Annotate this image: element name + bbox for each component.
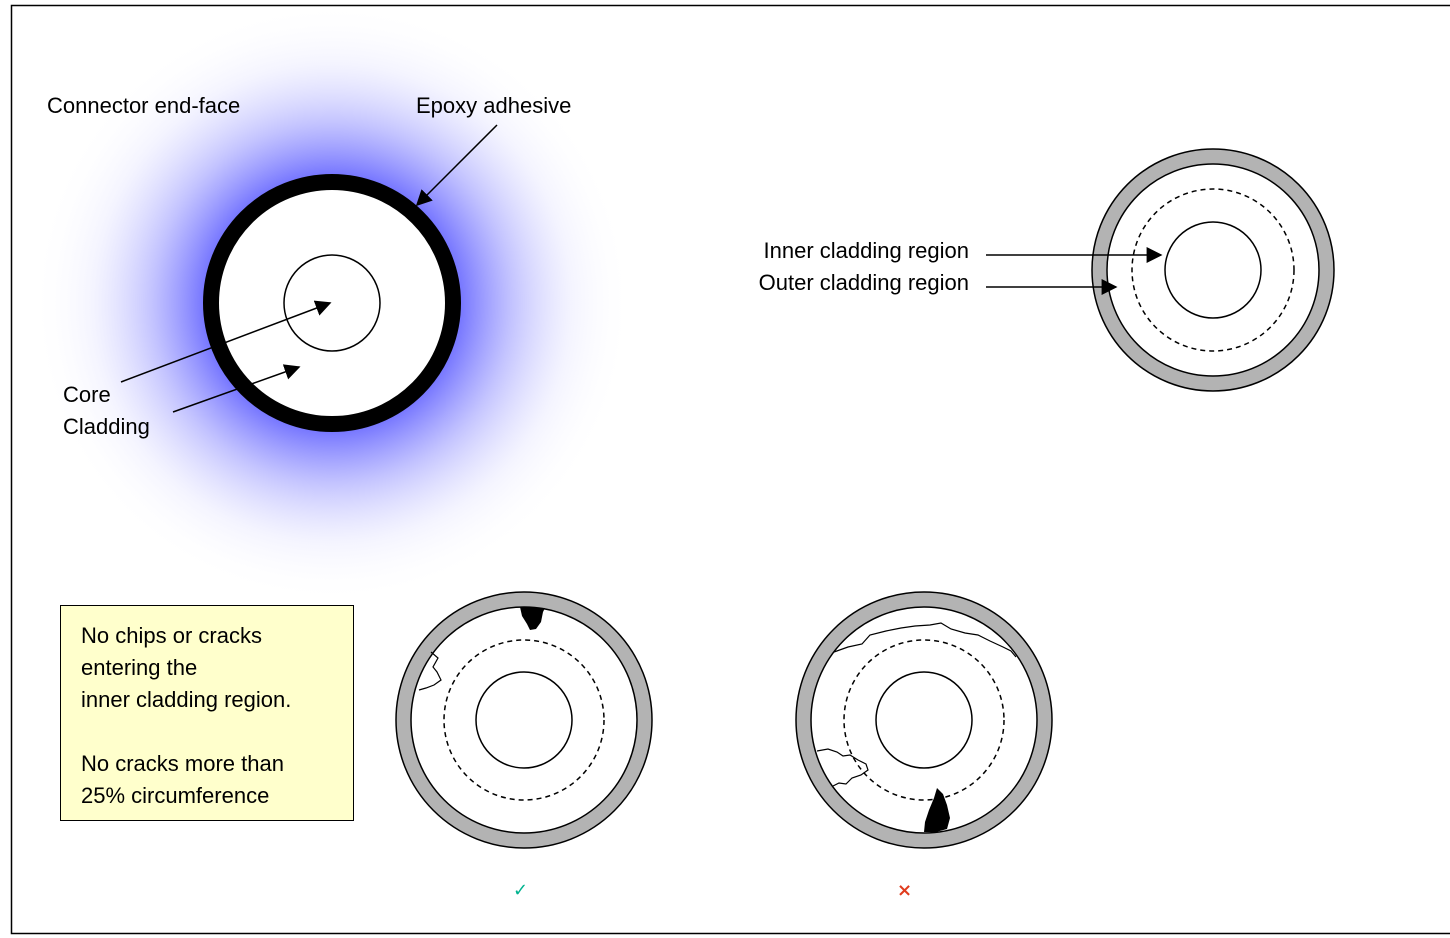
core-circle <box>475 671 573 769</box>
arrow-cladding <box>172 364 301 413</box>
note-line: entering the <box>81 655 198 680</box>
arrow-epoxy <box>415 124 498 207</box>
frame-border <box>10 4 1450 935</box>
epoxy-ring <box>203 174 461 432</box>
inner-region-boundary <box>1131 188 1295 352</box>
edge-crack <box>418 651 442 691</box>
cladding-area <box>810 606 1038 834</box>
inspection-criteria-note: No chips or cracks entering the inner cl… <box>60 605 354 821</box>
acceptable-example-figure <box>395 591 653 849</box>
label-cladding: Cladding <box>63 414 150 439</box>
note-line: 25% circumference <box>81 783 270 808</box>
edge-chip <box>520 607 545 630</box>
label-core: Core <box>63 382 111 407</box>
cladding-area <box>1106 163 1320 377</box>
inner-region-boundary <box>443 639 605 801</box>
side-crack <box>816 748 869 787</box>
core-circle <box>283 254 381 352</box>
label-connector-end-face: Connector end-face <box>47 93 240 118</box>
note-line: No cracks more than <box>81 751 284 776</box>
long-crack <box>833 622 1017 658</box>
pass-check-icon: ✓ <box>513 880 529 901</box>
connector-end-face-figure <box>32 3 632 603</box>
core-circle <box>875 671 973 769</box>
fail-cross-icon: × <box>897 880 913 901</box>
label-outer-cladding-region: Outer cladding region <box>759 270 969 295</box>
arrow-core <box>120 300 332 383</box>
cladding-area <box>410 606 638 834</box>
cladding-regions-figure <box>1091 148 1335 392</box>
core-circle <box>1164 221 1262 319</box>
label-inner-cladding-region: Inner cladding region <box>764 238 969 263</box>
rejected-example-figure <box>795 591 1053 849</box>
note-spacer <box>81 716 353 748</box>
note-line: No chips or cracks <box>81 623 262 648</box>
label-epoxy-adhesive: Epoxy adhesive <box>416 93 571 118</box>
note-line: inner cladding region. <box>81 687 292 712</box>
inner-region-boundary <box>843 639 1005 801</box>
chip-into-inner-region <box>924 788 950 832</box>
